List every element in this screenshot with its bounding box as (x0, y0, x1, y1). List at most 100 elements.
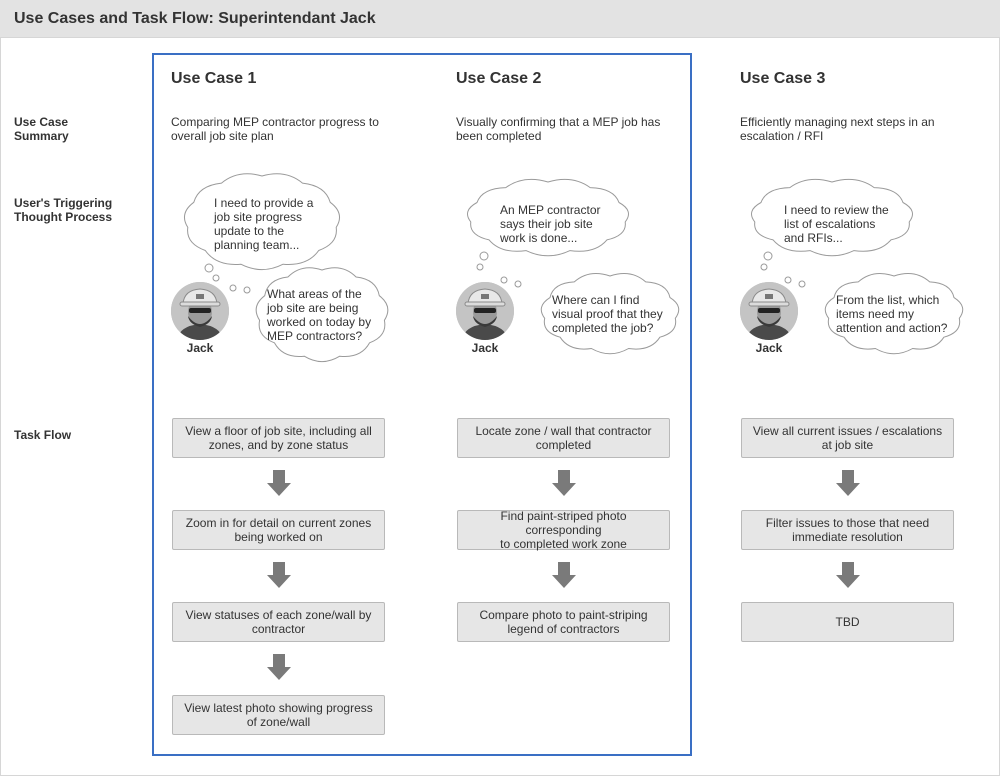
persona-name: Jack (186, 341, 214, 355)
down-arrow-icon (267, 654, 291, 680)
thought-bubble-dot (243, 286, 251, 294)
text-line: View latest photo showing progress (184, 701, 373, 715)
text-line: job site progress (214, 210, 303, 224)
text-line: What areas of the (267, 287, 362, 301)
text-line: Zoom in for detail on current zones (185, 516, 372, 530)
text-line: update to the (214, 224, 285, 238)
thought-cloud-2 (255, 267, 389, 363)
thought-cloud-2 (824, 273, 964, 355)
text-line: of zone/wall (246, 715, 311, 729)
thought-clouds (183, 173, 389, 363)
text-line: legend of contractors (507, 622, 620, 636)
down-arrow-icon (552, 470, 576, 496)
task-step-label: TBD (836, 615, 860, 629)
text-line: zones, and by zone status (208, 438, 349, 452)
text-line: MEP contractors? (267, 329, 363, 343)
text-line: planning team... (214, 238, 300, 252)
text-line: visual proof that they (552, 307, 663, 321)
row-label-line: Summary (14, 129, 69, 143)
thought-bubble-dot (479, 251, 489, 261)
text-line: immediate resolution (792, 530, 903, 544)
thought-cloud-1 (467, 178, 629, 257)
thought-bubble-dot (212, 274, 220, 282)
use-case-title: Use Case 3 (740, 70, 826, 87)
person-avatar-icon (740, 282, 798, 340)
down-arrow-icon (267, 562, 291, 588)
text-line: at job site (821, 438, 874, 452)
text-line: I need to provide a (214, 196, 314, 210)
row-label-task-flow: Task Flow (14, 428, 72, 442)
thought-bubble-dot (798, 280, 806, 288)
down-arrow-icon (836, 562, 860, 588)
text-line: Filter issues to those that need (765, 516, 930, 530)
text-line: worked on today by (267, 315, 372, 329)
person-avatar-icon (456, 282, 514, 340)
task-step: TBD (741, 602, 954, 642)
text-line: completed the job? (552, 321, 654, 335)
text-line: attention and action? (836, 321, 948, 335)
text-line: completed (535, 438, 592, 452)
down-arrow-icon (552, 562, 576, 588)
thought-bubble-dot (763, 251, 773, 261)
text-line: Efficiently managing next steps in an (740, 115, 935, 129)
down-arrow-icon (267, 470, 291, 496)
persona-name: Jack (755, 341, 783, 355)
text-line: Comparing MEP contractor progress to (171, 115, 379, 129)
row-label-triggering-thought: User's Triggering Thought Process (14, 196, 112, 224)
thought-bubble-dot (229, 284, 237, 292)
thought-clouds (751, 178, 964, 355)
text-line: An MEP contractor (500, 203, 601, 217)
text-line: being worked on (234, 530, 323, 544)
thought-bubble-dot (204, 263, 214, 273)
text-line: to completed work zone (500, 537, 627, 551)
thought-clouds (467, 178, 680, 355)
row-label-use-case-summary: Use Case Summary (14, 115, 69, 143)
text-line: job site are being (267, 301, 359, 315)
thought-cloud-1 (183, 173, 341, 271)
text-line: and RFIs... (784, 231, 843, 245)
highlight-box (152, 53, 692, 756)
text-line: items need my (836, 307, 915, 321)
thought-bubble-dot (514, 280, 522, 288)
thought-cloud-1 (751, 178, 913, 257)
thought-cloud-2 (540, 273, 680, 355)
text-line: list of escalations (784, 217, 876, 231)
thought-bubble-dot (500, 276, 508, 284)
text-line: been completed (456, 129, 542, 143)
down-arrow-icon (836, 470, 860, 496)
text-line: View all current issues / escalations (752, 424, 943, 438)
thought-bubble-dot (760, 263, 768, 271)
text-line: says their job site (500, 217, 593, 231)
row-label-line: Thought Process (14, 210, 113, 224)
text-line: Compare photo to paint-striping (479, 608, 648, 622)
row-label-line: Use Case (14, 115, 69, 129)
text-line: TBD (835, 615, 860, 629)
text-line: Find paint-striped photo corresponding (500, 509, 627, 537)
page-title: Use Cases and Task Flow: Superintendant … (14, 10, 376, 27)
text-line: overall job site plan (171, 129, 274, 143)
row-label-line: User's Triggering (14, 196, 113, 210)
thought-bubble-dot (784, 276, 792, 284)
title-bar: Use Cases and Task Flow: Superintendant … (0, 0, 1000, 38)
text-line: Visually confirming that a MEP job has (456, 115, 661, 129)
